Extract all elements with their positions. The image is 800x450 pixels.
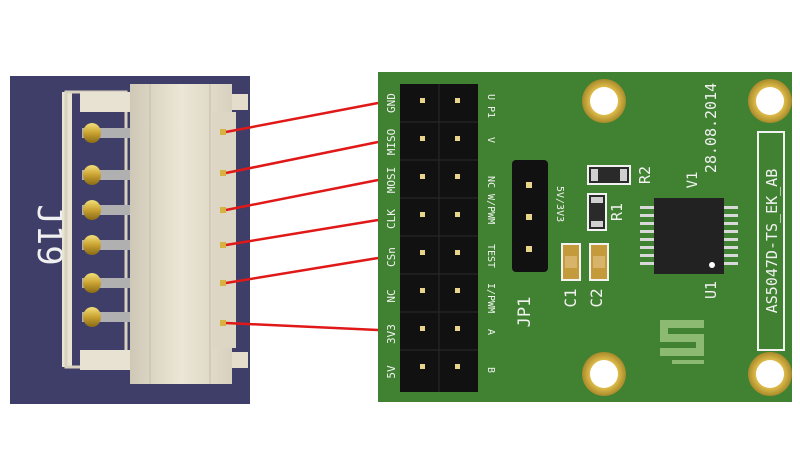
connection-wires [225, 101, 379, 332]
v1-label: V1 [685, 172, 701, 189]
wire-mosi [225, 178, 379, 212]
resistor-r1: R1 [587, 193, 626, 231]
label-test: TEST [485, 244, 496, 268]
label-u-p1: U P1 [485, 94, 496, 118]
label-3v3: 3V3 [385, 324, 398, 344]
right-board: GND MISO MOSI CLK CSn NC 3V3 5V U P1 V N… [378, 72, 792, 402]
c2-label: C2 [587, 288, 606, 307]
wire-csn [225, 256, 379, 285]
label-v: V [485, 137, 496, 143]
connector-housing [80, 84, 248, 384]
board-name-frame: AS5047D-TS_EK_AB [757, 131, 785, 351]
board-name: AS5047D-TS_EK_AB [763, 169, 781, 314]
label-miso: MISO [385, 129, 398, 156]
wire-miso [225, 140, 379, 175]
label-csn: CSn [385, 247, 398, 267]
label-gnd: GND [385, 93, 398, 113]
mounting-holes [582, 79, 792, 396]
label-5v: 5V [385, 365, 398, 379]
label-mosi: MOSI [385, 167, 398, 194]
label-a: A [485, 329, 496, 335]
u1-label: U1 [702, 281, 720, 299]
jp1-label: JP1 [515, 297, 535, 328]
label-ipwm: I/PWM [485, 283, 496, 313]
header-left-labels: GND MISO MOSI CLK CSn NC 3V3 5V [385, 93, 398, 379]
header-right-labels: U P1 V NC W/PWM TEST I/PWM A B [485, 94, 496, 373]
jumper-jp1: 5V/3V3 JP1 [512, 160, 565, 327]
wire-gnd [225, 101, 379, 134]
wire-3v3 [225, 321, 379, 332]
label-clk: CLK [385, 209, 398, 229]
resistor-r2: R2 [587, 165, 654, 185]
date-label: 28.08.2014 [702, 83, 720, 173]
label-b: B [485, 367, 496, 373]
capacitors: C1 C2 [561, 243, 609, 308]
connector-pins [82, 123, 134, 327]
r2-label: R2 [636, 166, 654, 184]
left-board: J19 [10, 76, 250, 404]
label-nc-wpwm: NC W/PWM [485, 176, 496, 224]
label-nc: NC [385, 289, 398, 302]
jumper-label: 5V/3V3 [554, 186, 565, 222]
pin-header [400, 84, 478, 392]
r1-label: R1 [608, 203, 626, 221]
wire-clk [225, 218, 379, 247]
ic-u1: U1 [640, 198, 738, 299]
logo-icon [660, 320, 704, 364]
c1-label: C1 [561, 288, 580, 307]
